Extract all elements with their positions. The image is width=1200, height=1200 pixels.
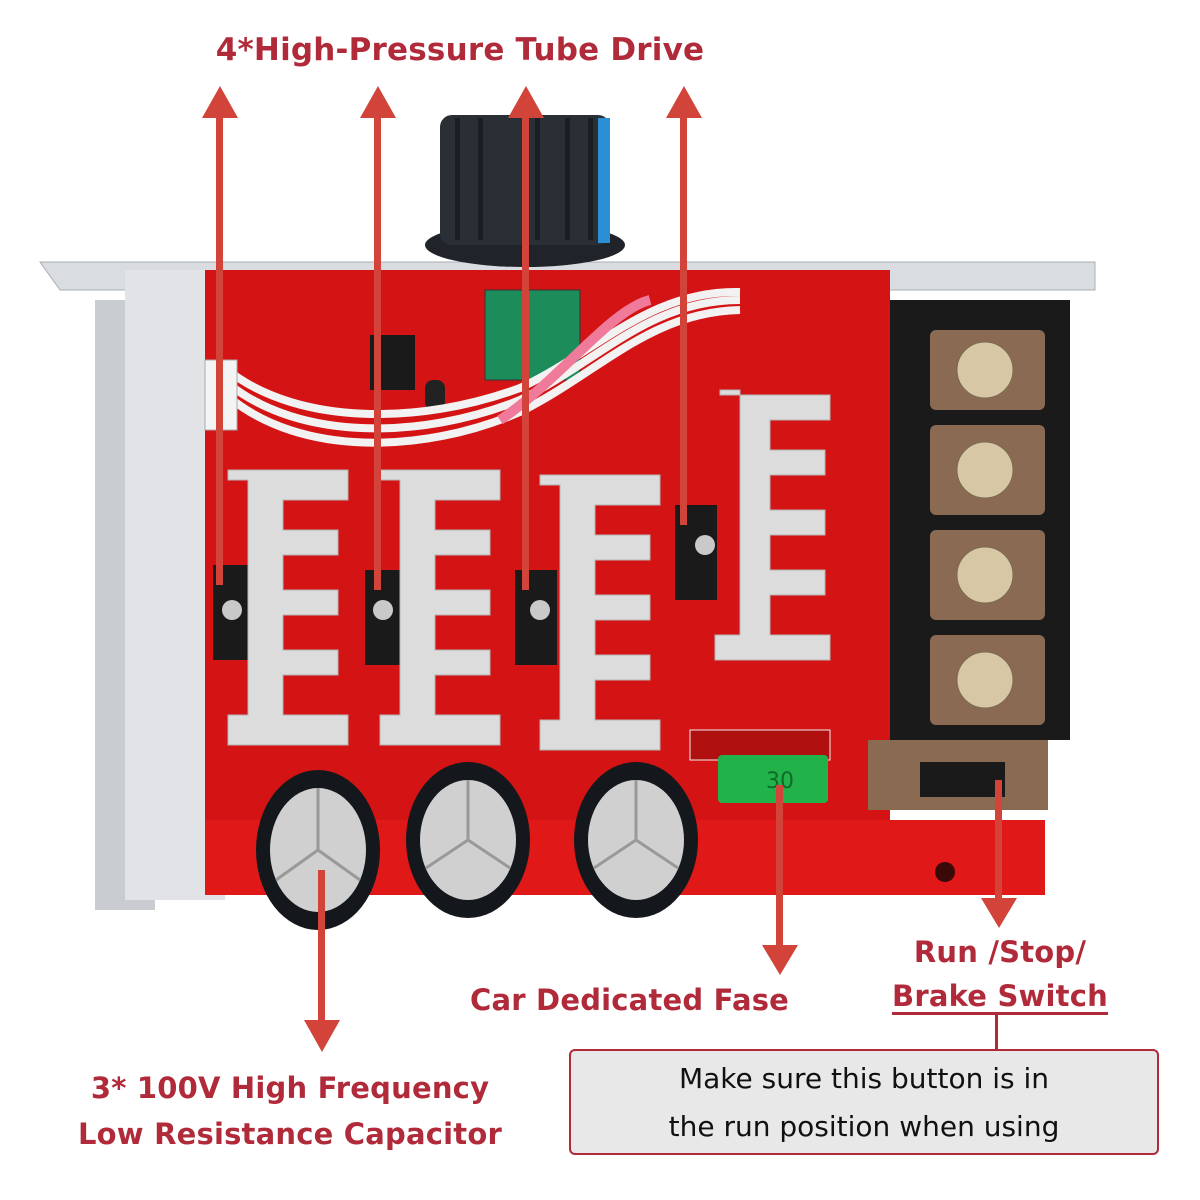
fuse: 30 bbox=[689, 729, 831, 803]
arrow-shaft bbox=[776, 785, 783, 945]
arrow-shaft bbox=[318, 870, 325, 1020]
arrows-to-mosfets bbox=[202, 86, 702, 590]
smd-capacitor bbox=[425, 380, 445, 410]
switch-callout-line2: Brake Switch bbox=[892, 979, 1108, 1013]
heatsinks bbox=[227, 389, 831, 751]
usage-note-box: Make sure this button is in the run posi… bbox=[569, 1049, 1159, 1155]
arrow-head-down bbox=[304, 1020, 340, 1052]
switch-callout-line1: Run /Stop/ bbox=[913, 935, 1087, 969]
capacitor-3 bbox=[574, 762, 698, 918]
wire-bundle bbox=[227, 287, 741, 447]
capacitor-callout: 3* 100V High Frequency Low Resistance Ca… bbox=[20, 1065, 560, 1157]
heatsink-2 bbox=[379, 469, 501, 746]
arrow-shaft bbox=[680, 115, 687, 525]
arrow-shaft bbox=[374, 115, 381, 590]
capacitor-1 bbox=[256, 770, 380, 930]
capacitor-callout-line2: Low Resistance Capacitor bbox=[78, 1117, 502, 1151]
arrow-head-up bbox=[508, 86, 544, 118]
arrow-shaft bbox=[216, 115, 223, 585]
heatsink-1 bbox=[227, 469, 349, 746]
fuse-callout: Car Dedicated Fase bbox=[470, 983, 790, 1017]
terminal-block bbox=[890, 300, 1070, 740]
capacitors bbox=[256, 762, 698, 930]
switch-callout: Run /Stop/ Brake Switch bbox=[860, 930, 1140, 1018]
run-stop-brake-switch bbox=[868, 740, 1048, 810]
heatsink-3 bbox=[539, 474, 661, 751]
arrows-to-labels bbox=[304, 780, 1017, 1052]
arrow-head-down bbox=[762, 945, 798, 975]
arrow-head-up bbox=[360, 86, 396, 118]
arrow-head-up bbox=[666, 86, 702, 118]
capacitor-2 bbox=[406, 762, 530, 918]
arrow-head-down bbox=[981, 898, 1017, 928]
usage-note-line2: the run position when using bbox=[668, 1110, 1060, 1143]
heatsink-4 bbox=[714, 389, 831, 661]
usage-note-line1: Make sure this button is in bbox=[678, 1062, 1050, 1095]
capacitor-callout-line1: 3* 100V High Frequency bbox=[90, 1071, 490, 1105]
mosfet-callout-title: 4*High-Pressure Tube Drive bbox=[215, 32, 705, 68]
arrow-shaft bbox=[995, 780, 1002, 900]
mounting-hole bbox=[935, 862, 955, 882]
arrow-head-up bbox=[202, 86, 238, 118]
note-connector-line bbox=[995, 1012, 998, 1050]
arrow-shaft bbox=[522, 115, 529, 590]
